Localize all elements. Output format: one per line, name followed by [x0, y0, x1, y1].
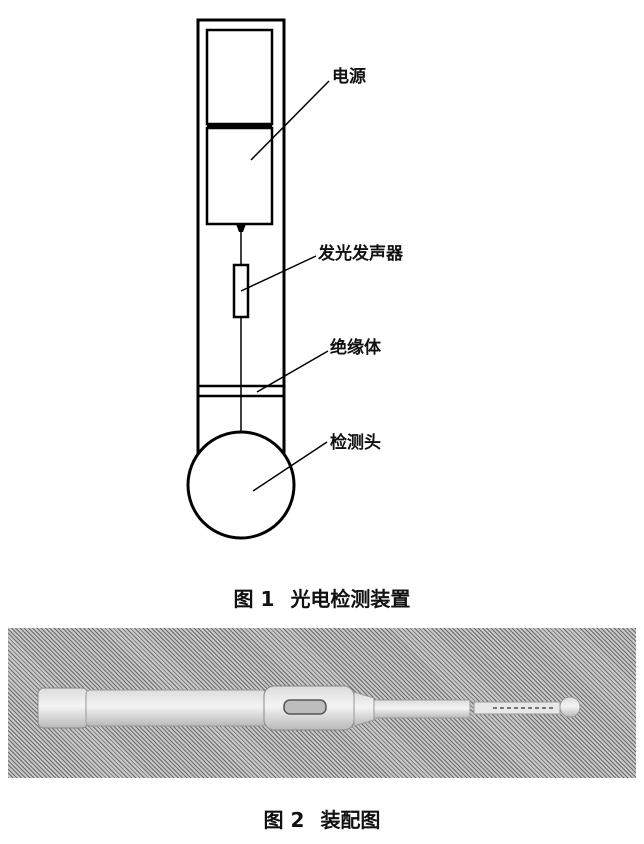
device-tip — [559, 696, 581, 718]
label-probe-head: 检测头 — [330, 432, 381, 453]
leader-probe — [252, 441, 328, 492]
label-light-emitter: 发光发声器 — [317, 243, 404, 264]
battery-terminal — [236, 224, 246, 232]
leader-emitter — [240, 255, 317, 292]
label-insulator: 绝缘体 — [330, 337, 382, 358]
leader-insulator — [256, 350, 329, 393]
figure1-caption-number: 图 1 — [233, 587, 275, 611]
device-shaft — [373, 699, 471, 719]
label-power: 电源 — [332, 66, 366, 87]
figure1-caption: 图 1 光电检测装置 — [0, 583, 644, 612]
assembly-photo — [8, 628, 636, 778]
figure2-caption-number: 图 2 — [263, 808, 305, 832]
figure2-caption: 图 2 装配图 — [0, 804, 644, 833]
figure1-caption-text: 光电检测装置 — [290, 587, 411, 611]
device-taper — [353, 691, 375, 727]
device-window — [283, 699, 327, 715]
probe-head-circle — [186, 430, 296, 540]
device-end-cap — [37, 687, 89, 729]
photoelectric-device-diagram: 电源 发光发声器 绝缘体 检测头 — [186, 18, 404, 540]
power-battery-upper — [205, 28, 274, 126]
figure2-caption-text: 装配图 — [320, 808, 381, 832]
assembly-photo-device — [37, 685, 581, 731]
power-battery-lower — [205, 126, 274, 226]
device-barrel — [85, 689, 267, 727]
leader-power — [250, 80, 330, 161]
